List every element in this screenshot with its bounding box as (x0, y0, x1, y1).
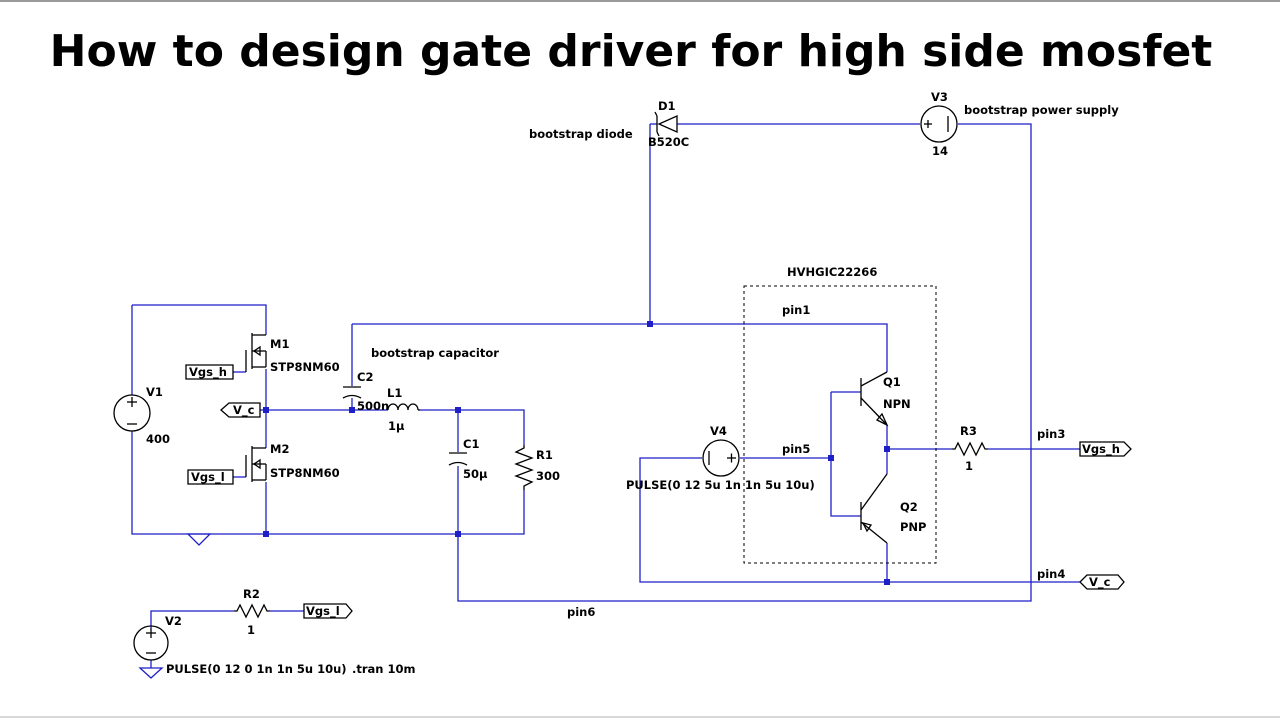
net-flag-vgs-l-left: Vgs_l (191, 470, 225, 485)
page-title: How to design gate driver for high side … (49, 26, 1213, 77)
voltage-source-v4: V4 PULSE(0 12 5u 1n 1n 5u 10u) (626, 424, 815, 492)
net-label-pin4: pin4 (1037, 567, 1065, 581)
resistor-r2: R2 1 (234, 587, 270, 637)
q1-ref: Q1 (883, 375, 901, 389)
resistor-r3: R3 1 (952, 424, 988, 473)
net-labels: Vgs_h V_c Vgs_l Vgs_l Vgs_h V_c pin1 pin… (185, 303, 1132, 619)
resistor-r1: R1 300 (514, 445, 560, 490)
net-flag-vgs-l-bottom: Vgs_l (306, 604, 340, 619)
d1-note: bootstrap diode (529, 127, 633, 141)
c2-ref: C2 (357, 370, 373, 384)
l1-ref: L1 (387, 386, 402, 400)
v1-value: 400 (146, 432, 170, 446)
l1-value: 1µ (388, 419, 405, 433)
transistor-q2: Q2 PNP (860, 473, 926, 544)
voltage-source-v3: V3 14 bootstrap power supply (920, 90, 1119, 158)
v3-ref: V3 (931, 90, 948, 104)
mosfet-m2: M2 STP8NM60 (245, 442, 340, 482)
m2-value: STP8NM60 (270, 466, 340, 480)
m1-ref: M1 (270, 337, 289, 351)
bottom-border (0, 716, 1280, 718)
q2-value: PNP (900, 520, 926, 534)
v3-note: bootstrap power supply (964, 103, 1119, 117)
net-flag-vgs-h-left: Vgs_h (189, 365, 227, 380)
ic-block: HVHGIC22266 (743, 265, 937, 564)
r1-value: 300 (536, 469, 560, 483)
net-label-pin6: pin6 (567, 605, 595, 619)
spice-directive: .tran 10m (352, 662, 415, 676)
net-label-pin1: pin1 (782, 303, 810, 317)
transistor-q1: Q1 NPN (860, 371, 911, 427)
inductor-l1: L1 1µ (387, 386, 420, 433)
d1-ref: D1 (658, 99, 676, 113)
v1-ref: V1 (146, 385, 163, 399)
q1-value: NPN (883, 397, 911, 411)
capacitor-c1: C1 50µ (448, 437, 488, 481)
v4-value: PULSE(0 12 5u 1n 1n 5u 10u) (626, 478, 815, 492)
wires (131, 123, 1080, 668)
r2-value: 1 (247, 623, 255, 637)
r3-ref: R3 (960, 424, 977, 438)
r1-ref: R1 (536, 448, 553, 462)
c2-value: 500n (357, 399, 389, 413)
net-label-pin5: pin5 (782, 442, 810, 456)
m2-ref: M2 (270, 442, 289, 456)
q2-ref: Q2 (900, 500, 918, 514)
junction-dots (263, 321, 890, 585)
diode-d1: D1 B520C bootstrap diode (529, 99, 689, 149)
c1-ref: C1 (463, 437, 479, 451)
c2-note: bootstrap capacitor (371, 346, 499, 360)
r3-value: 1 (965, 459, 973, 473)
ground-symbol (186, 533, 212, 546)
d1-value: B520C (648, 135, 689, 149)
net-flag-v-c-left: V_c (233, 403, 255, 418)
top-border (0, 0, 1280, 2)
mosfet-m1: M1 STP8NM60 (245, 333, 340, 374)
net-flag-vgs-h-right: Vgs_h (1082, 442, 1120, 457)
voltage-source-v2: V2 PULSE(0 12 0 1n 1n 5u 10u) .tran 10m (133, 614, 415, 679)
voltage-source-v1: V1 400 (113, 385, 170, 446)
net-label-pin3: pin3 (1037, 427, 1065, 441)
ic-name: HVHGIC22266 (787, 265, 877, 279)
v3-value: 14 (932, 144, 948, 158)
r2-ref: R2 (243, 587, 260, 601)
capacitor-c2: C2 500n bootstrap capacitor (342, 346, 499, 413)
v2-value: PULSE(0 12 0 1n 1n 5u 10u) (166, 662, 347, 676)
net-flag-v-c-right: V_c (1089, 575, 1111, 590)
v4-ref: V4 (710, 424, 727, 438)
m1-value: STP8NM60 (270, 360, 340, 374)
v2-ref: V2 (165, 614, 182, 628)
c1-value: 50µ (463, 467, 488, 481)
